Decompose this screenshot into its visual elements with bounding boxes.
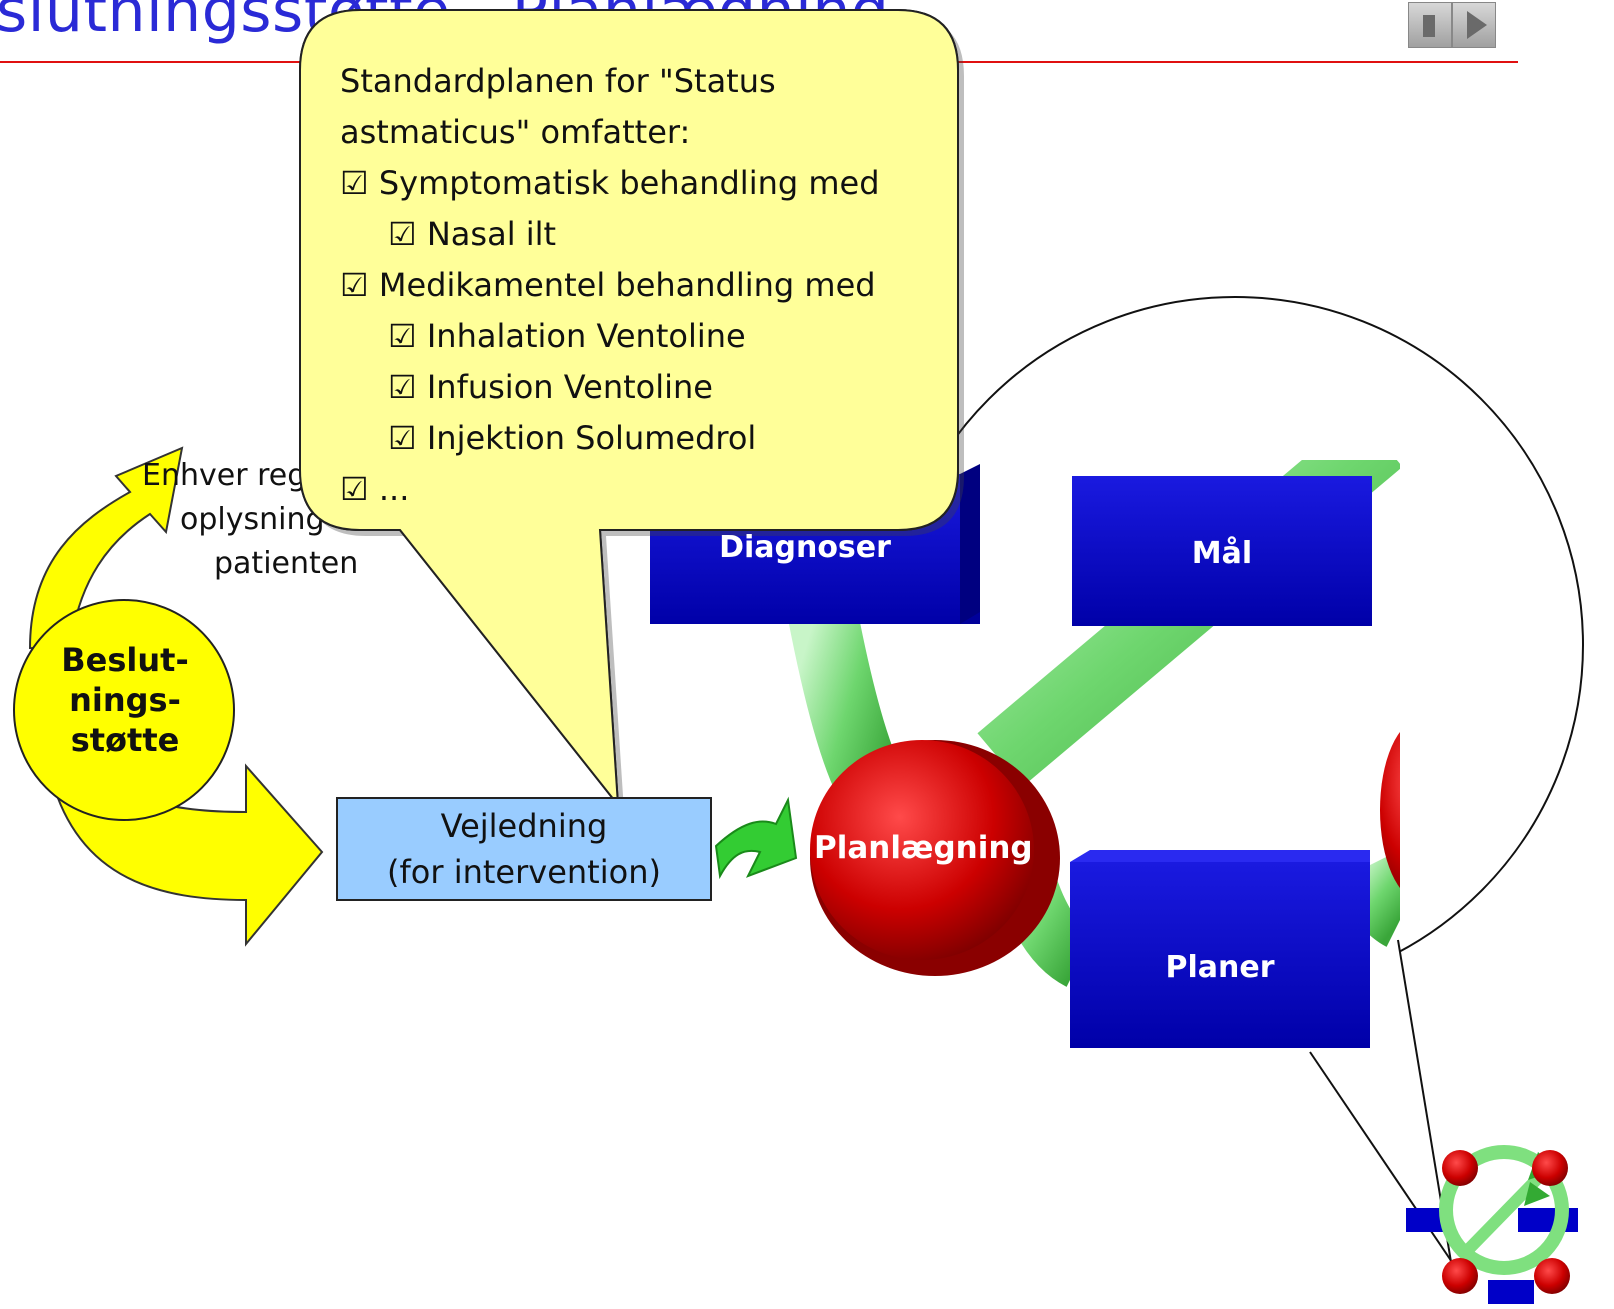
- callout-intro-line2: astmaticus" omfatter:: [340, 113, 691, 151]
- maal-label: Mål: [1191, 536, 1253, 571]
- beslut-line1: Beslut-: [61, 641, 189, 679]
- checklist-item: ☑ Inhalation Ventoline: [388, 317, 746, 355]
- vejledning-line1: Vejledning: [440, 807, 608, 845]
- vejledning-box: Vejledning (for intervention): [336, 797, 712, 901]
- beslut-line2: nings-: [69, 681, 181, 719]
- planlaegning-label: Planlægning: [814, 830, 1033, 866]
- cycle-text-line3: patienten: [214, 546, 359, 581]
- next-slide-button[interactable]: [1452, 2, 1496, 48]
- cycle-text-line2: oplysning o: [180, 502, 353, 537]
- callout-intro-line1: Standardplanen for "Status: [340, 62, 776, 100]
- checklist-item: ☑ ...: [340, 470, 410, 508]
- planer-label: Planer: [1165, 950, 1275, 985]
- play-icon: [1467, 11, 1487, 39]
- cycle-text-line1: Enhver reg: [142, 458, 307, 493]
- checklist-item: ☑ Infusion Ventoline: [388, 368, 713, 406]
- logo-icon: [1406, 1145, 1578, 1304]
- slide-title: slutningsstøtte - Planlægning: [0, 0, 890, 46]
- green-arrow: [714, 796, 798, 880]
- prev-slide-button[interactable]: [1408, 2, 1452, 48]
- beslut-circle: [13, 599, 235, 821]
- checklist-item: ☑ Nasal ilt: [388, 215, 557, 253]
- checklist-item: ☑ Symptomatisk behandling med: [340, 164, 880, 202]
- beslut-line3: støtte: [70, 721, 180, 759]
- beslut-label: Beslut- nings- støtte: [40, 640, 210, 760]
- vejledning-line2: (for intervention): [387, 853, 661, 891]
- prev-icon: [1423, 15, 1435, 37]
- diagnoser-label: Diagnoser: [719, 530, 891, 565]
- checklist-item: ☑ Medikamentel behandling med: [340, 266, 876, 304]
- checklist-item: ☑ Injektion Solumedrol: [388, 419, 757, 457]
- callout-text: Standardplanen for "Status astmaticus" o…: [340, 56, 940, 515]
